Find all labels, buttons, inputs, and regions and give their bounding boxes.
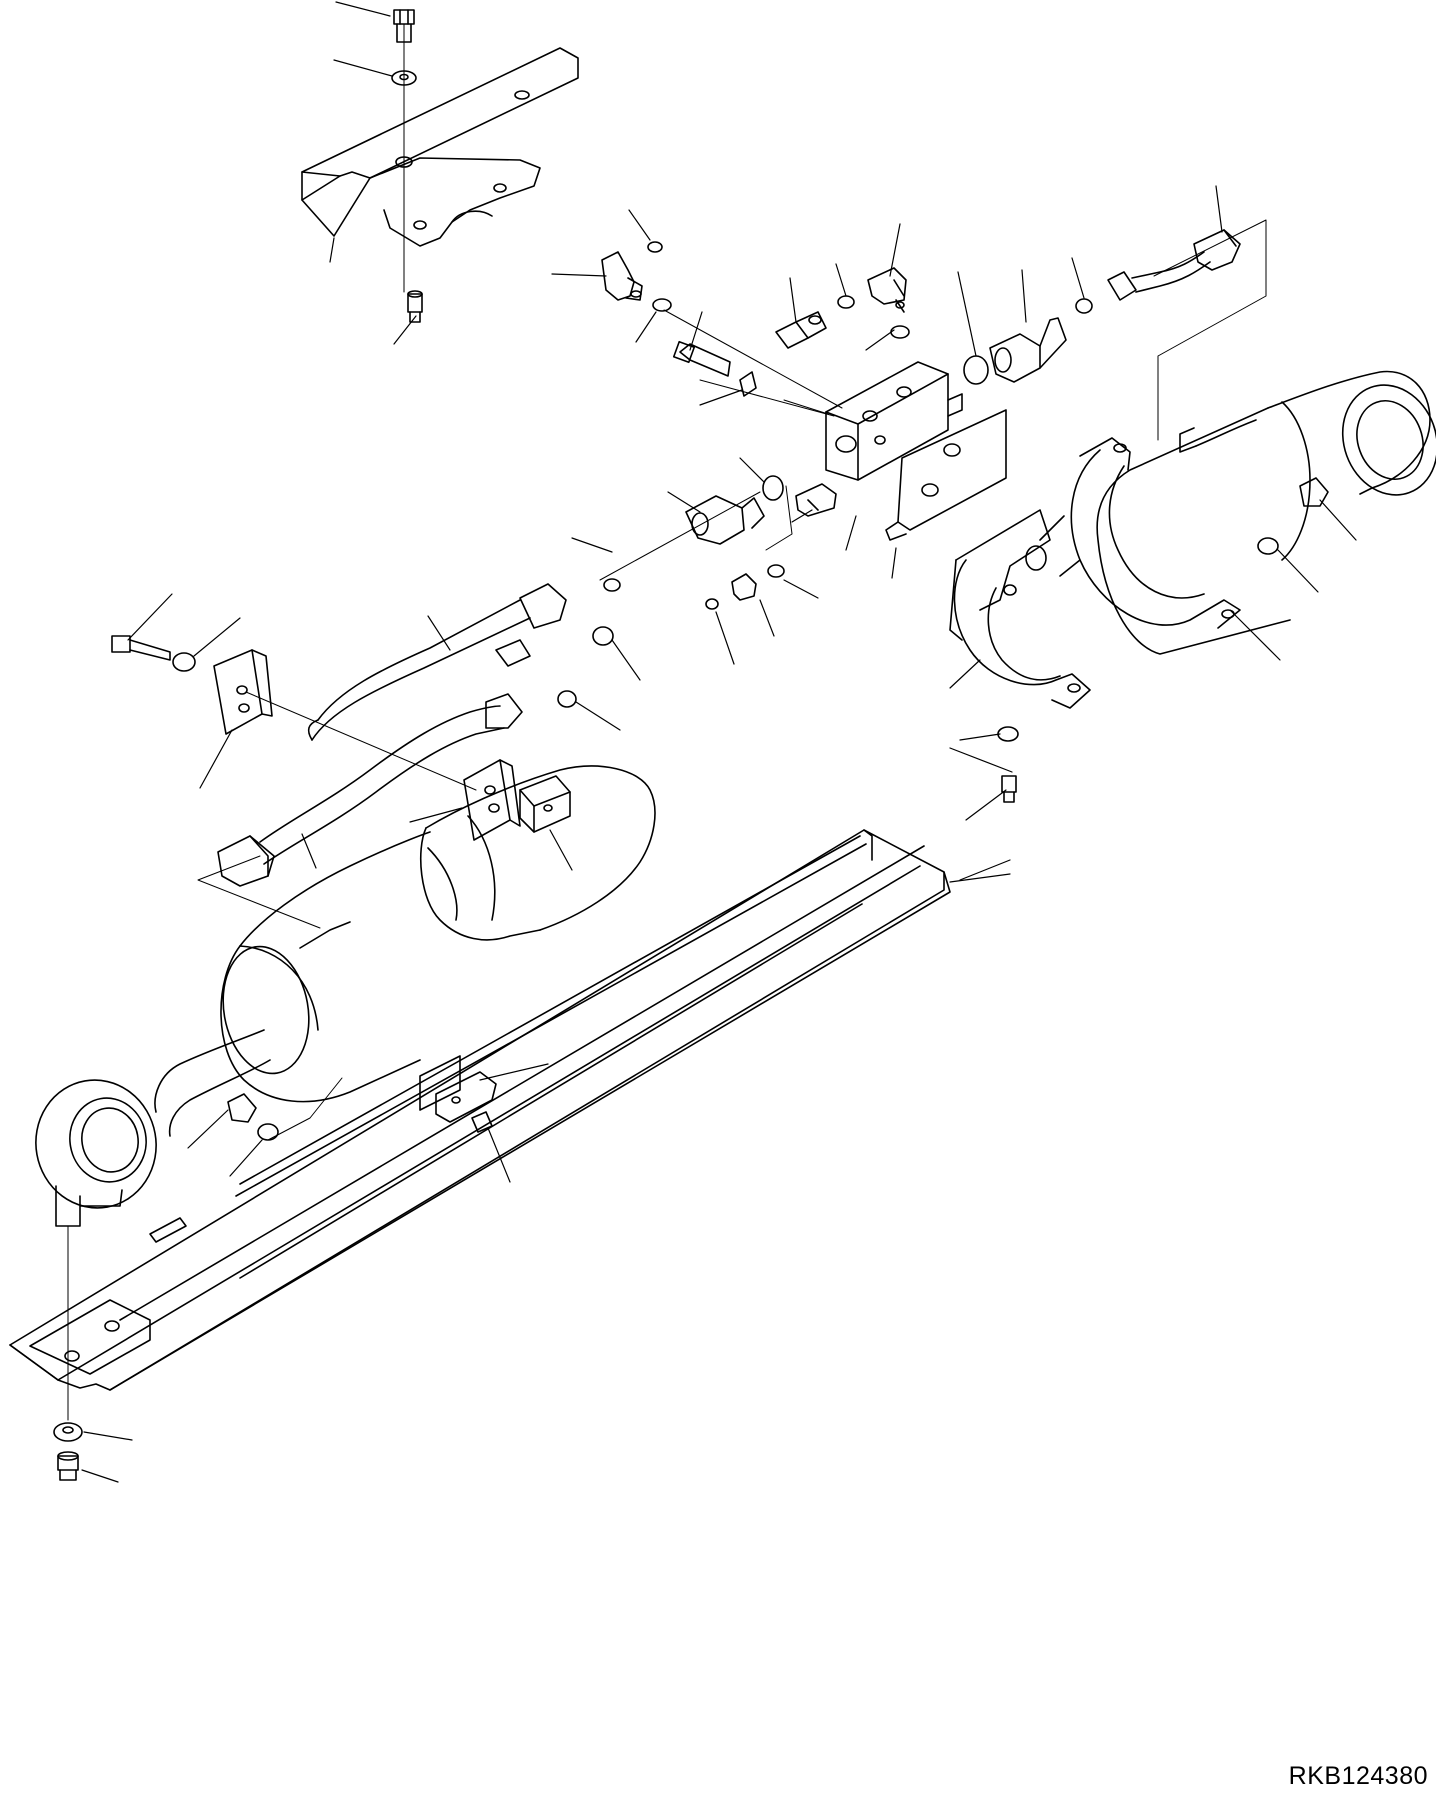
small-plug bbox=[732, 574, 756, 600]
valve-block bbox=[826, 362, 962, 480]
leader-lines bbox=[82, 2, 1356, 1482]
cylinder-bracket-band-left bbox=[950, 510, 1090, 708]
clamp-bolt-left bbox=[112, 636, 170, 660]
cylinder-right bbox=[1097, 372, 1436, 654]
hose-upper bbox=[309, 584, 566, 740]
o-ring-hose-1 bbox=[593, 627, 613, 645]
cylinder-mount-bolt-left bbox=[228, 1094, 256, 1122]
lower-bracket-bolt bbox=[1002, 776, 1016, 802]
lower-bracket-washer bbox=[998, 727, 1018, 741]
clamp-washer-left bbox=[173, 653, 195, 671]
clamp-block bbox=[520, 776, 570, 832]
large-adapter-right bbox=[990, 318, 1066, 382]
cylinder-mount-washer-left bbox=[258, 1124, 278, 1140]
straight-adapter-left bbox=[686, 496, 764, 544]
valve-block-bolt bbox=[674, 342, 730, 376]
hose-clamp-center bbox=[464, 760, 520, 840]
o-ring-small-8 bbox=[768, 565, 784, 577]
valve-block-washer bbox=[740, 372, 756, 396]
check-valve-fitting bbox=[796, 484, 836, 516]
o-ring-large-2 bbox=[763, 476, 783, 500]
cover-bottom-bolt bbox=[58, 1452, 78, 1480]
cylinder-mount-bolt-right bbox=[1300, 478, 1328, 506]
drawing-code-label: RKB124380 bbox=[1288, 1762, 1428, 1790]
o-ring-small-3 bbox=[838, 296, 854, 308]
cylinder-mount-washer-right bbox=[1258, 538, 1278, 554]
cover-bottom-washer bbox=[54, 1423, 82, 1441]
valve-bracket-plate bbox=[886, 410, 1006, 540]
cylinder-rod-eye-left bbox=[26, 1071, 166, 1226]
o-ring-small-1 bbox=[648, 242, 662, 252]
hose-clamp-left bbox=[214, 650, 272, 734]
o-ring-small-5 bbox=[1076, 299, 1092, 313]
hose-lower bbox=[218, 694, 522, 886]
cylinder-bracket-band-right bbox=[1040, 438, 1240, 628]
o-ring-small-4 bbox=[891, 326, 909, 338]
o-ring-small-7 bbox=[706, 599, 718, 609]
o-ring-hose-2 bbox=[558, 691, 576, 707]
o-ring-small-2 bbox=[653, 299, 671, 311]
guard-plate bbox=[302, 48, 578, 246]
plug-fitting bbox=[776, 312, 826, 348]
cylinder-left bbox=[155, 766, 655, 1136]
long-guard-cover bbox=[10, 830, 950, 1390]
hose-top-right bbox=[1108, 230, 1240, 300]
o-ring-small-6 bbox=[604, 579, 620, 591]
elbow-fitting-left bbox=[602, 252, 642, 300]
assembly-center-lines bbox=[198, 220, 1266, 1140]
elbow-fitting-right bbox=[868, 268, 906, 312]
o-ring-large-1 bbox=[964, 356, 988, 384]
lower-mounting-bolt bbox=[408, 291, 422, 322]
